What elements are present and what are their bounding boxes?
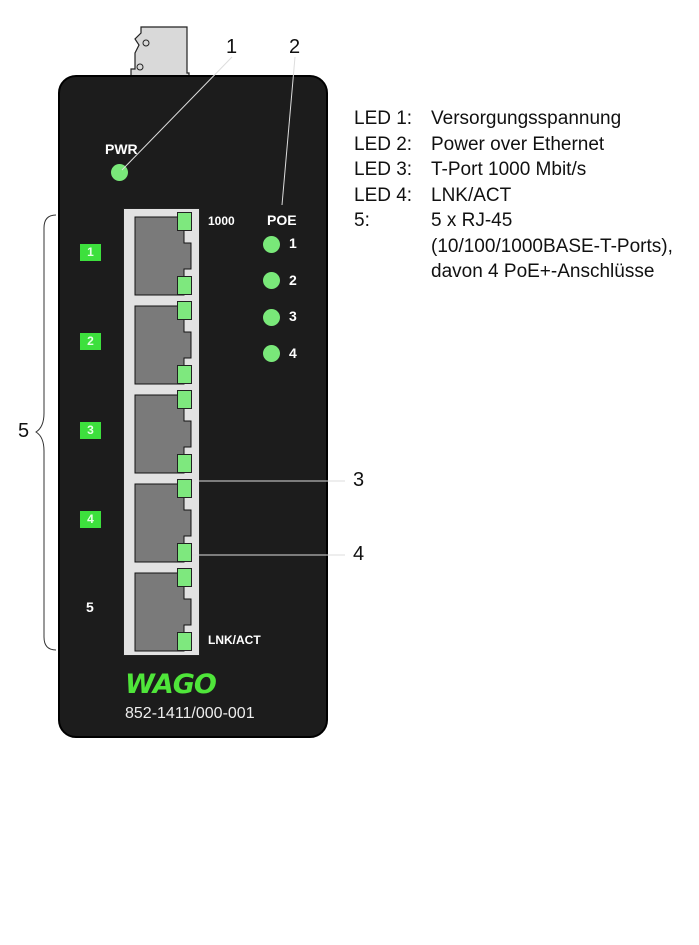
t-port-led-4 bbox=[177, 479, 192, 498]
rj45-port-1[interactable] bbox=[124, 209, 207, 298]
poe-led-4-number: 4 bbox=[289, 345, 297, 361]
callout-line-2 bbox=[281, 56, 296, 206]
lnk-act-led-3 bbox=[177, 454, 192, 473]
lnk-act-label: LNK/ACT bbox=[208, 633, 261, 647]
legend-row: (10/100/1000BASE-T-Ports), bbox=[431, 235, 673, 257]
legend-row: LED 1:Versorgungsspannung bbox=[354, 108, 622, 129]
lnk-act-led-2 bbox=[177, 365, 192, 384]
lnk-act-led-5 bbox=[177, 632, 192, 651]
speed-label: 1000 bbox=[208, 214, 235, 228]
t-port-led-5 bbox=[177, 568, 192, 587]
pwr-label: PWR bbox=[105, 141, 138, 157]
callout-5: 5 bbox=[18, 420, 30, 442]
poe-led-1-number: 1 bbox=[289, 235, 297, 251]
t-port-led-3 bbox=[177, 390, 192, 409]
poe-led-2-number: 2 bbox=[289, 272, 297, 288]
callout-4: 4 bbox=[353, 543, 365, 565]
legend-row: LED 2:Power over Ethernet bbox=[354, 133, 605, 155]
port-group-brace bbox=[35, 214, 57, 651]
led-legend: LED 1:Versorgungsspannung LED 2:Power ov… bbox=[354, 106, 673, 285]
port-label-5: 5 bbox=[86, 599, 94, 615]
port-badge-3: 3 bbox=[80, 422, 101, 439]
callout-line-1 bbox=[121, 56, 233, 171]
rj45-port-block bbox=[123, 208, 200, 656]
port-badge-1: 1 bbox=[80, 244, 101, 261]
legend-row: LED 3:T-Port 1000 Mbit/s bbox=[354, 159, 587, 180]
poe-label: POE bbox=[267, 212, 297, 228]
poe-led-3 bbox=[263, 309, 280, 326]
callout-1: 1 bbox=[226, 36, 238, 58]
lnk-act-led-4 bbox=[177, 543, 192, 562]
poe-led-2 bbox=[263, 272, 280, 289]
wago-logo: WAGO bbox=[125, 669, 217, 700]
legend-row: davon 4 PoE+-Anschlüsse bbox=[431, 261, 655, 282]
port-badge-4: 4 bbox=[80, 511, 101, 528]
t-port-led-1 bbox=[177, 212, 192, 231]
rj45-port-3[interactable] bbox=[124, 387, 207, 476]
callout-3: 3 bbox=[353, 469, 365, 491]
rj45-port-2[interactable] bbox=[124, 298, 207, 387]
lnk-act-led-1 bbox=[177, 276, 192, 295]
rj45-port-4[interactable] bbox=[124, 476, 207, 565]
model-number: 852-1411/000-001 bbox=[125, 705, 255, 722]
port-badge-2: 2 bbox=[80, 333, 101, 350]
legend-row: LED 4:LNK/ACT bbox=[354, 184, 512, 206]
legend-row: 5:5 x RJ-45 bbox=[354, 210, 513, 231]
poe-led-3-number: 3 bbox=[289, 308, 297, 324]
rj45-port-5[interactable] bbox=[124, 565, 207, 654]
callout-2: 2 bbox=[289, 36, 301, 58]
poe-led-1 bbox=[263, 236, 280, 253]
poe-led-4 bbox=[263, 345, 280, 362]
din-rail-clip bbox=[130, 26, 190, 80]
t-port-led-2 bbox=[177, 301, 192, 320]
